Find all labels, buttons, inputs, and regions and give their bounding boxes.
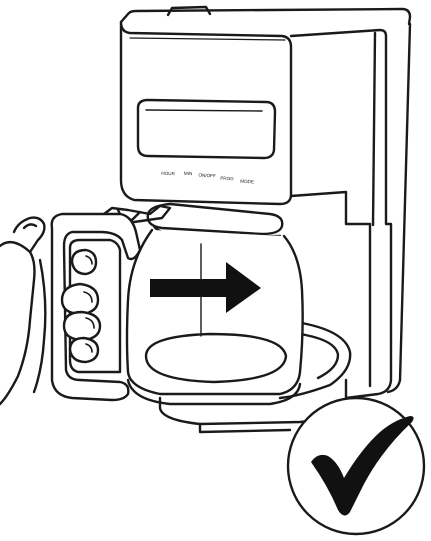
machine-lid — [121, 9, 410, 24]
panel-label-onoff: ON/OFF — [198, 173, 216, 179]
hand-thumb — [14, 218, 44, 252]
panel-label-prog: PROG — [220, 176, 234, 182]
side-edge-line — [400, 24, 410, 380]
display-window — [138, 100, 275, 158]
machine-side-panel — [291, 30, 391, 398]
panel-label-min: MIN — [184, 171, 193, 176]
hand — [0, 218, 100, 404]
warming-plate-inner — [300, 334, 338, 378]
panel-label-mode: MODE — [240, 179, 254, 185]
finger-2 — [62, 284, 98, 314]
wrist — [34, 260, 45, 392]
base-bottom — [200, 424, 290, 432]
display-window-glare — [146, 110, 262, 111]
panel-label-hour: HOUR — [161, 171, 175, 177]
check-badge — [288, 398, 424, 534]
side-inner-line — [373, 33, 375, 225]
finger-4 — [70, 338, 98, 362]
hand-back — [0, 242, 35, 404]
display-top-edge — [130, 38, 285, 40]
control-panel: HOUR MIN ON/OFF PROG MODE — [161, 171, 254, 185]
